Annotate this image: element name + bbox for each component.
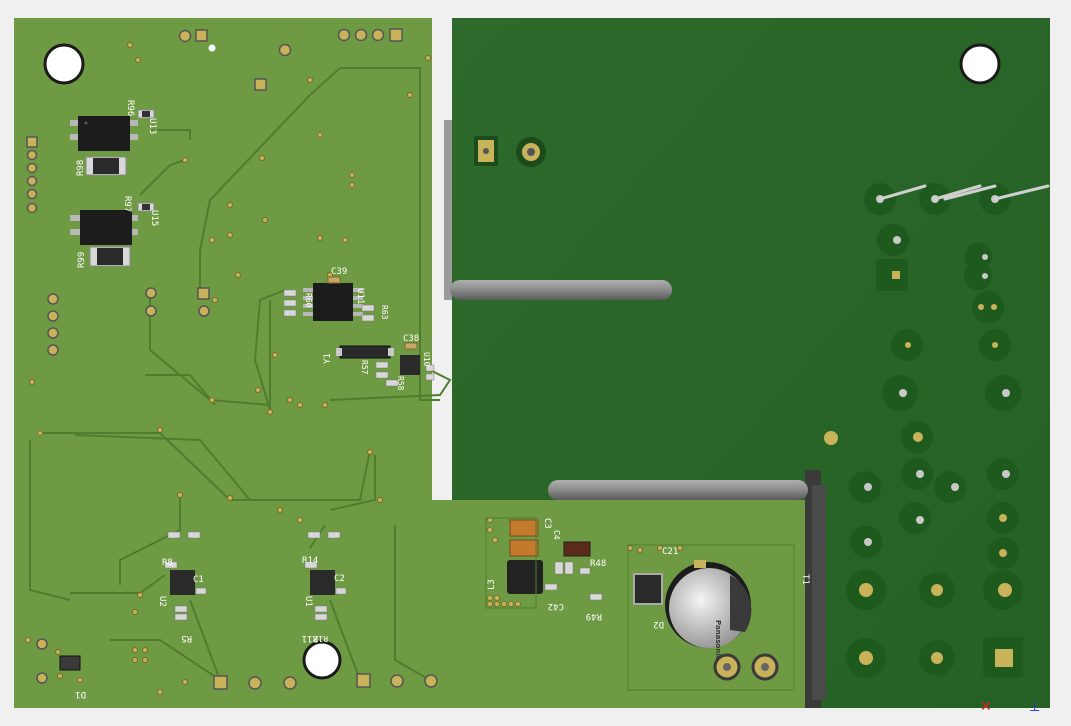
ic-u15[interactable] (70, 210, 138, 245)
label-t1: T1 (800, 574, 810, 585)
header-pads-top (178, 28, 403, 91)
label-c2: C2 (334, 574, 345, 584)
label-r96: R96 (125, 100, 135, 116)
smd-passives-u10 (375, 361, 435, 387)
label-u2: U2 (157, 596, 167, 607)
silkscreen-labels: U13 R96 R98 U15 R97 R99 C39 U11 R63 R60 … (75, 100, 810, 699)
ic-u13[interactable] (70, 116, 138, 151)
label-r14: R14 (302, 556, 318, 566)
label-d2: D2 (653, 619, 664, 629)
heatsink-bars (444, 120, 808, 500)
smd-passives-u11 (283, 289, 375, 322)
label-c21: C21 (662, 547, 678, 557)
capacitor-c21[interactable]: Panasonic (665, 560, 752, 660)
label-r5: R5 (181, 633, 192, 643)
ic-u11[interactable] (303, 283, 363, 321)
label-c1: C1 (193, 575, 204, 585)
label-r97: R97 (122, 196, 132, 212)
label-l3: L3 (487, 579, 497, 590)
smd-passives-sensors (164, 531, 347, 621)
label-r48: R48 (590, 559, 606, 569)
label-r12: R12 (313, 634, 328, 643)
label-d1: D1 (75, 689, 86, 699)
capacitor-c4[interactable] (509, 539, 539, 557)
dark-board-pin-tips (824, 195, 1013, 667)
crystal-y1[interactable] (336, 345, 394, 359)
label-u13: U13 (147, 118, 157, 134)
capacitor-c38[interactable] (404, 342, 418, 350)
label-u11: U11 (355, 288, 365, 304)
label-u15: U15 (149, 210, 159, 226)
ic-u2[interactable] (170, 570, 195, 595)
label-r49: R49 (586, 611, 602, 621)
label-r11: R11 (302, 633, 318, 643)
inductor-l3[interactable] (507, 560, 543, 594)
label-c42: C42 (548, 601, 564, 611)
diode-d2[interactable] (633, 573, 663, 605)
header-pads-psu (487, 517, 521, 607)
resistor-r98[interactable] (85, 156, 127, 176)
capacitor-c3[interactable] (509, 519, 539, 537)
axis-y-icon: ⟂ (1030, 698, 1040, 714)
label-c38: C38 (403, 334, 419, 344)
label-r99: R99 (77, 252, 87, 268)
capacitor-c39[interactable] (327, 276, 341, 284)
label-c4: C4 (552, 530, 561, 540)
psu-outline (485, 517, 795, 691)
diode-d1[interactable] (36, 638, 81, 684)
label-r57: R57 (360, 360, 369, 375)
ic-u10[interactable] (400, 355, 420, 375)
capacitor-brand-label: Panasonic (714, 620, 722, 660)
resistor-r96[interactable] (137, 109, 155, 119)
label-y1: Y1 (323, 353, 333, 364)
label-u1: U1 (303, 596, 313, 607)
label-r8: R8 (162, 558, 173, 568)
label-c3: C3 (542, 518, 552, 529)
label-c39: C39 (331, 267, 347, 277)
label-r98: R98 (76, 160, 86, 176)
dark-board-pins (846, 183, 1023, 678)
axis-x-icon: ✕ (980, 698, 992, 714)
label-r58: R58 (396, 376, 405, 391)
resistor-r99[interactable] (89, 246, 131, 267)
smd-passives-psu (544, 561, 603, 601)
terminal-pads-psu (713, 653, 779, 681)
edge-connector-left (26, 136, 210, 356)
label-r60: R60 (304, 293, 313, 308)
label-u10: U10 (422, 352, 431, 367)
resistor-r48[interactable] (563, 541, 591, 557)
resistor-r97[interactable] (137, 202, 155, 212)
mounting-holes (43, 43, 1001, 680)
bent-leads (878, 184, 1050, 201)
vias (25, 42, 683, 695)
label-r63: R63 (380, 305, 389, 320)
dark-board-pads (474, 136, 546, 167)
ic-u1[interactable] (310, 570, 335, 595)
header-pads-bottom (213, 673, 438, 690)
traces (29, 67, 452, 681)
